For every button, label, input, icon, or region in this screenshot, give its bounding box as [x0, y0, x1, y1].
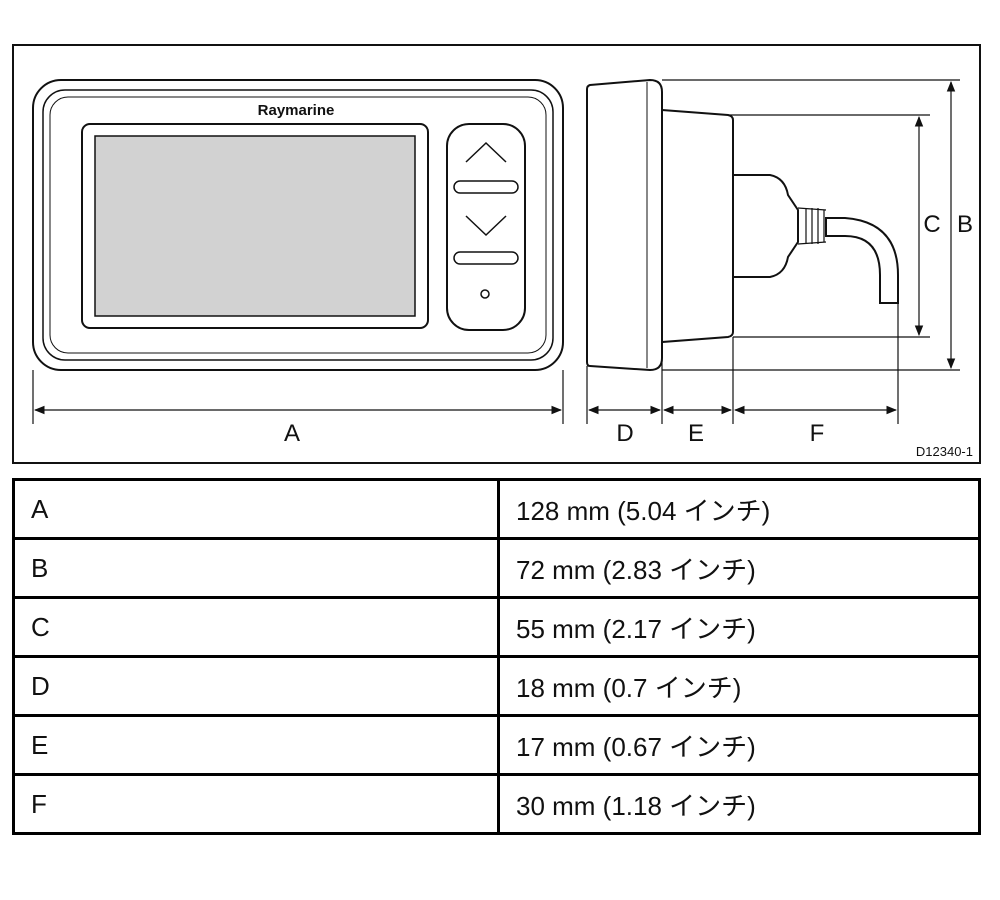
dimension-key-cell: A — [12, 478, 500, 540]
down-arrow-icon — [465, 215, 507, 237]
dimension-a-label: A — [284, 420, 300, 447]
cable — [825, 217, 899, 304]
table-row: E 17 mm (0.67 インチ) — [12, 714, 981, 776]
dimension-value-cell: 72 mm (2.83 インチ) — [497, 537, 981, 599]
table-row: C 55 mm (2.17 インチ) — [12, 596, 981, 658]
dimension-value-cell: 18 mm (0.7 インチ) — [497, 655, 981, 717]
dimension-lines — [32, 79, 960, 424]
dimension-key-cell: C — [12, 596, 500, 658]
diagram-frame — [12, 44, 981, 464]
dimension-key-cell: D — [12, 655, 500, 717]
power-button-icon — [480, 289, 490, 299]
side-body — [661, 108, 734, 344]
table-row: D 18 mm (0.7 インチ) — [12, 655, 981, 717]
side-bezel — [586, 78, 663, 372]
lcd-screen — [94, 135, 416, 317]
dimension-diagram: Raymarine — [12, 44, 981, 464]
dimension-c-label: C — [923, 211, 940, 238]
dimension-value-cell: 128 mm (5.04 インチ) — [497, 478, 981, 540]
dimension-value-cell: 55 mm (2.17 インチ) — [497, 596, 981, 658]
connector-housing — [732, 174, 799, 278]
dimension-b-label: B — [957, 211, 973, 238]
dimension-key-cell: E — [12, 714, 500, 776]
dimension-value-cell: 17 mm (0.67 インチ) — [497, 714, 981, 776]
dimensions-table: A 128 mm (5.04 インチ) B 72 mm (2.83 インチ) C… — [12, 478, 981, 835]
keypad-panel — [446, 123, 526, 331]
table-row: A 128 mm (5.04 インチ) — [12, 478, 981, 540]
brand-logo: Raymarine — [258, 102, 335, 119]
button-divider-1 — [453, 180, 519, 194]
up-arrow-icon — [465, 141, 507, 163]
table-row: B 72 mm (2.83 インチ) — [12, 537, 981, 599]
dimension-d-label: D — [616, 420, 633, 447]
strain-relief — [797, 207, 827, 245]
keypad — [446, 123, 526, 331]
dimension-key-cell: F — [12, 773, 500, 835]
dimension-value-cell: 30 mm (1.18 インチ) — [497, 773, 981, 835]
dimension-e-label: E — [688, 420, 704, 447]
drawing-code: D12340-1 — [916, 444, 973, 459]
front-view: Raymarine — [32, 79, 564, 371]
table-row: F 30 mm (1.18 インチ) — [12, 773, 981, 835]
button-divider-2 — [453, 251, 519, 265]
dimension-f-label: F — [810, 420, 825, 447]
side-view — [586, 78, 899, 372]
dimension-key-cell: B — [12, 537, 500, 599]
